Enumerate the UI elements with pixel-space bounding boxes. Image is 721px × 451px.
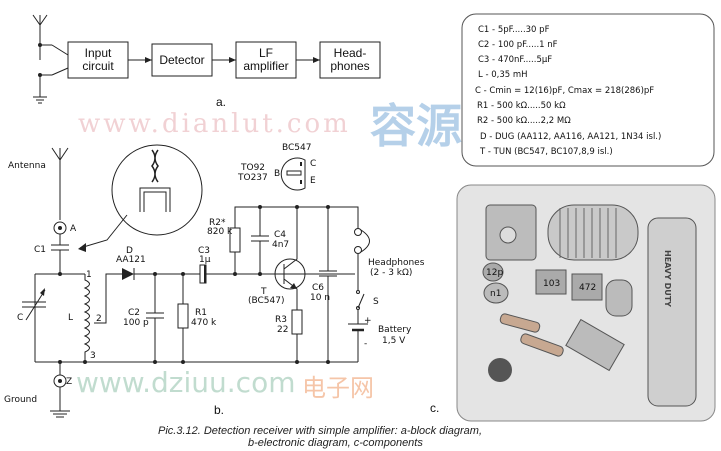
label-a: a. bbox=[216, 95, 226, 109]
antenna-label: Antenna bbox=[8, 161, 46, 171]
c2-value: 100 p bbox=[123, 318, 149, 328]
bc547-package bbox=[280, 157, 306, 191]
c-label: C bbox=[17, 313, 23, 323]
ground-icon bbox=[33, 96, 47, 104]
c6-label: C6 bbox=[312, 283, 324, 293]
package-name: BC547 bbox=[282, 143, 311, 153]
transistor-t bbox=[274, 207, 306, 310]
l-label: L bbox=[68, 313, 73, 323]
pin-label: E bbox=[310, 176, 316, 186]
spec-line: C3 - 470nF.....5µF bbox=[478, 55, 552, 65]
spec-line: C - Cmin = 12(16)pF, Cmax = 218(286)pF bbox=[475, 86, 654, 96]
block-label: Detector bbox=[159, 53, 204, 67]
schematic: Antenna A C1 C 1 2 3 L D AA121 C2 100 p … bbox=[4, 143, 425, 418]
r1-value: 470 k bbox=[191, 318, 217, 328]
r2-label: R2* bbox=[209, 218, 226, 228]
c4-value: 4n7 bbox=[272, 240, 289, 250]
d-value: AA121 bbox=[116, 255, 146, 265]
r3-value: 22 bbox=[277, 325, 288, 335]
cap-label: 472 bbox=[579, 283, 596, 293]
switch-icon bbox=[357, 293, 365, 309]
tap-label: 2 bbox=[96, 314, 102, 324]
label-c: c. bbox=[430, 401, 439, 415]
battery-label: Battery bbox=[378, 325, 412, 335]
battery-plus: + bbox=[364, 316, 372, 326]
t-label: T bbox=[260, 287, 267, 297]
c4-label: C4 bbox=[274, 230, 286, 240]
caption-line-1: Pic.3.12. Detection receiver with simple… bbox=[158, 425, 482, 437]
ground-label: Ground bbox=[4, 395, 37, 405]
cap-label: n1 bbox=[490, 289, 501, 299]
c1-label: C1 bbox=[34, 245, 46, 255]
coil bbox=[547, 204, 639, 261]
spec-line: T - TUN (BC547, BC107,8,9 isl.) bbox=[479, 147, 613, 157]
label-b: b. bbox=[214, 403, 224, 417]
spec-box: C1 - 5pF.....30 pF C2 - 100 pF.....1 nF … bbox=[461, 13, 715, 167]
watermark-dziuu: www.dziuu.com bbox=[76, 366, 295, 399]
components-photo: HEAVY DUTY 12p n1 103 472 c. bbox=[430, 184, 716, 422]
package-type: TO92 bbox=[240, 163, 265, 173]
r1-label: R1 bbox=[195, 308, 207, 318]
switch-label: S bbox=[373, 297, 379, 307]
spec-line: R1 - 500 kΩ.....50 kΩ bbox=[477, 101, 566, 111]
pin-label: B bbox=[274, 169, 280, 179]
c3-value: 1µ bbox=[199, 255, 211, 265]
spec-line: C2 - 100 pF.....1 nF bbox=[478, 40, 558, 50]
tap-label: 1 bbox=[86, 270, 92, 280]
watermark-dianlut: www.dianlut.com bbox=[78, 109, 351, 139]
d-label: D bbox=[126, 246, 133, 256]
block-headphones: Head-phones bbox=[319, 41, 381, 79]
terminal-a-label: A bbox=[70, 224, 77, 234]
r2-value: 820 k bbox=[207, 227, 233, 237]
spec-line: L - 0,35 mH bbox=[478, 70, 528, 80]
battery-cell bbox=[647, 217, 697, 407]
spec-line: C1 - 5pF.....30 pF bbox=[478, 25, 550, 35]
headphones-value: (2 - 3 kΩ) bbox=[370, 268, 412, 278]
r3-label: R3 bbox=[275, 315, 287, 325]
cap-label: 12p bbox=[486, 268, 503, 278]
spec-line: R2 - 500 kΩ.....2,2 MΩ bbox=[477, 116, 571, 126]
spec-line: D - DUG (AA112, AA116, AA121, 1N34 isl.) bbox=[480, 132, 661, 142]
coil-detail-inset bbox=[111, 144, 203, 236]
terminal-z-label: Z bbox=[66, 377, 72, 387]
t-value: (BC547) bbox=[248, 296, 285, 306]
headphones-icon bbox=[354, 228, 370, 254]
battery-minus: - bbox=[364, 339, 367, 349]
watermark-site-name: 电子网 bbox=[302, 374, 374, 402]
coil-l bbox=[83, 274, 90, 362]
caption-line-2: b-electronic diagram, c-components bbox=[248, 437, 423, 449]
c3-label: C3 bbox=[198, 246, 210, 256]
watermark-logo: 容源 bbox=[370, 99, 462, 153]
ground-icon bbox=[50, 362, 70, 418]
package-type: TO237 bbox=[237, 173, 268, 183]
battery-text: HEAVY DUTY bbox=[663, 250, 672, 307]
antenna-icon bbox=[51, 147, 69, 220]
block-label: Head-phones bbox=[330, 46, 369, 73]
block-detector: Detector bbox=[151, 43, 213, 77]
tap-label: 3 bbox=[90, 351, 96, 361]
headphones-label: Headphones bbox=[368, 258, 425, 268]
pin-label: C bbox=[310, 159, 316, 169]
c2-label: C2 bbox=[128, 308, 140, 318]
c6-value: 10 n bbox=[310, 293, 330, 303]
antenna-icon bbox=[32, 14, 48, 60]
battery-value: 1,5 V bbox=[382, 336, 406, 346]
cap-label: 103 bbox=[543, 279, 560, 289]
